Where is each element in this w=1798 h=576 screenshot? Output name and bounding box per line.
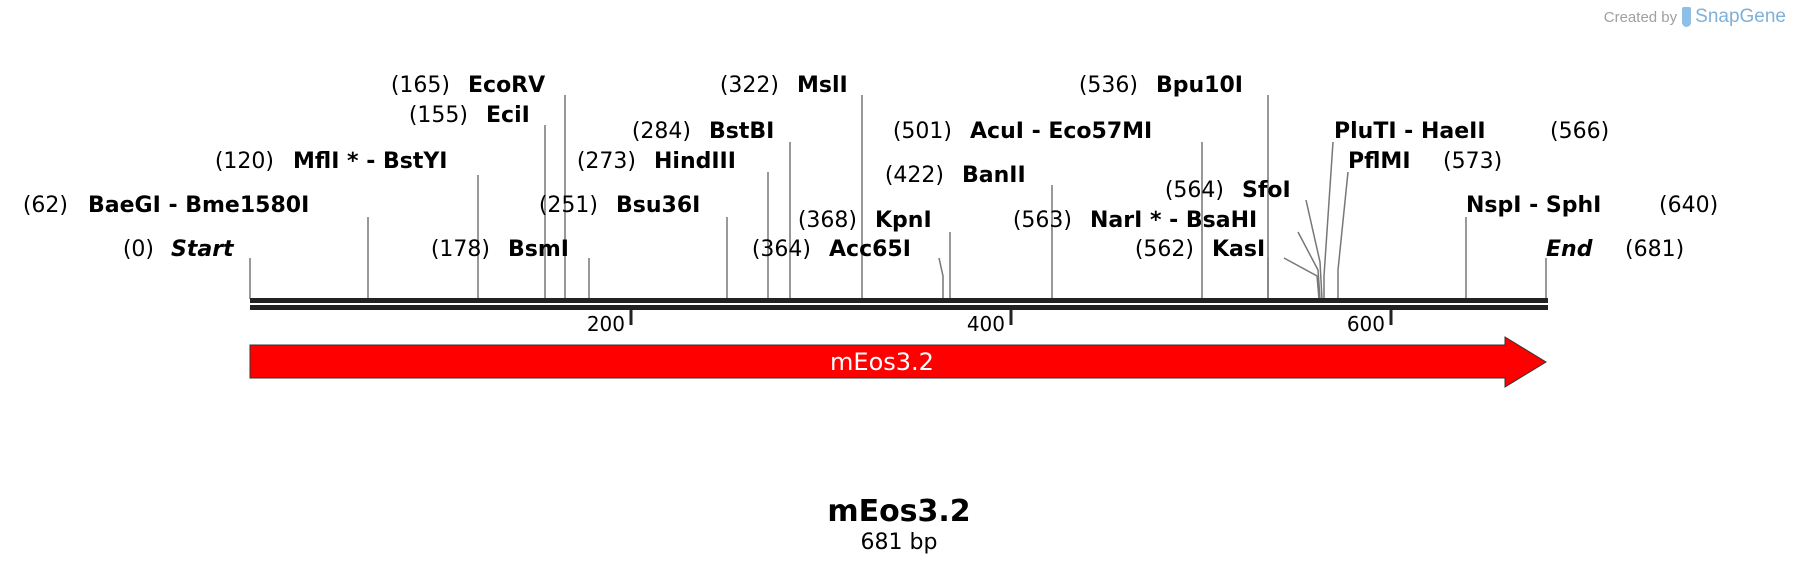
site-name-bsu36i: Bsu36I [616, 193, 700, 218]
site-name-acui: AcuI - Eco57MI [970, 119, 1152, 144]
site-labels: (0) Start (62) BaeGI - Bme1580I (120) Mf… [23, 73, 1718, 262]
site-pos: (284) [632, 119, 691, 144]
credit-prefix: Created by [1603, 8, 1678, 26]
ruler: 200 400 600 [587, 310, 1393, 336]
site-name-nspi: NspI - SphI [1466, 193, 1601, 218]
site-pos: (273) [577, 149, 636, 174]
leader-nari [1297, 231, 1321, 300]
map-title: mEos3.2 [827, 494, 971, 529]
site-pos: (368) [798, 208, 857, 233]
site-pos: (62) [23, 193, 68, 218]
site-name-bpu10i: Bpu10I [1156, 73, 1243, 98]
ruler-label-200: 200 [587, 312, 625, 336]
site-pos: (566) [1550, 119, 1609, 144]
site-name-kpni: KpnI [875, 208, 932, 233]
site-name-baegi: BaeGI - Bme1580I [88, 193, 309, 218]
site-pos: (563) [1013, 208, 1072, 233]
site-name-kasi: KasI [1212, 237, 1265, 262]
site-pos: (364) [752, 237, 811, 262]
ruler-label-600: 600 [1347, 312, 1385, 336]
credit-brand: SnapGene [1695, 6, 1786, 27]
site-name-banii: BanII [962, 163, 1026, 188]
map-subtitle: 681 bp [860, 530, 938, 555]
site-pos: (562) [1135, 237, 1194, 262]
site-name-sfoi: SfoI [1242, 178, 1291, 203]
site-name-bstbi: BstBI [709, 119, 774, 144]
site-name-start: Start [171, 237, 235, 262]
dna-top-strand [250, 298, 1548, 303]
feature-arrow[interactable] [249, 336, 1547, 388]
leader-kasi-diag [1283, 257, 1320, 300]
site-pos: (322) [720, 73, 779, 98]
site-pos: (536) [1079, 73, 1138, 98]
site-pos: (155) [409, 103, 468, 128]
site-pos: (681) [1625, 237, 1684, 262]
site-pos: (422) [885, 163, 944, 188]
feature-label: mEos3.2 [830, 348, 934, 376]
site-pos: (165) [391, 73, 450, 98]
site-name-hindiii: HindIII [654, 149, 736, 174]
dna-bottom-strand [250, 305, 1548, 310]
site-name-msli: MslI [797, 73, 848, 98]
credit: Created by SnapGene [1604, 6, 1786, 28]
site-name-pluti: PluTI - HaeII [1334, 119, 1486, 144]
ruler-label-400: 400 [967, 312, 1005, 336]
site-pos: (501) [893, 119, 952, 144]
site-pos: (564) [1165, 178, 1224, 203]
site-name-ecorv: EcoRV [468, 73, 545, 98]
site-name-nari: NarI * - BsaHI [1090, 208, 1257, 233]
feature-meos32[interactable]: mEos3.2 [249, 336, 1547, 388]
leader-pflmi [1337, 171, 1349, 299]
site-name-acc65i: Acc65I [829, 237, 911, 262]
leader-acc65i [938, 257, 944, 299]
site-pos: (573) [1443, 149, 1502, 174]
site-pos: (640) [1659, 193, 1718, 218]
site-name-bsmi: BsmI [508, 237, 569, 262]
site-name-mfli: MflI * - BstYI [293, 149, 448, 174]
leader-pluti [1323, 141, 1334, 299]
site-pos: (120) [215, 149, 274, 174]
site-pos: (0) [123, 237, 154, 262]
leader-sfoi [1305, 199, 1323, 300]
site-pos: (251) [539, 193, 598, 218]
site-name-ecii: EciI [486, 103, 530, 128]
site-name-end: End [1546, 237, 1593, 262]
site-pos: (178) [431, 237, 490, 262]
site-leader-lines [249, 95, 1547, 300]
snapgene-logo-icon [1682, 7, 1692, 27]
site-name-pflmi: PflMI [1348, 149, 1411, 174]
